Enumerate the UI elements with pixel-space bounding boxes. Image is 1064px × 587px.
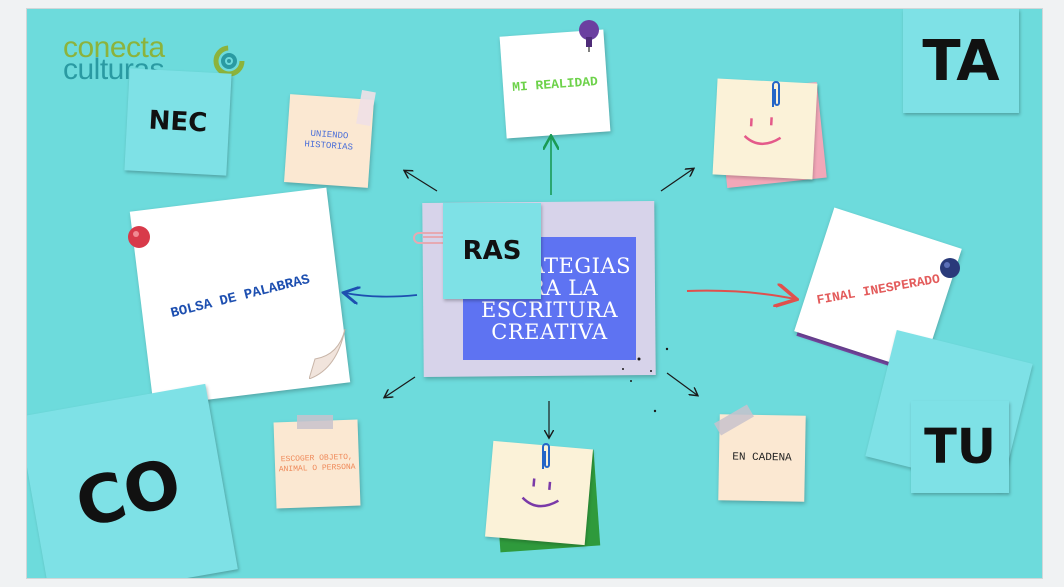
push-pin-icon bbox=[579, 20, 599, 52]
page-curl-icon bbox=[309, 329, 346, 379]
arrow-to-smiley-top bbox=[660, 169, 693, 192]
note-escoger[interactable]: ESCOGER OBJETO, ANIMAL O PERSONA bbox=[273, 419, 361, 509]
smiley-note-icon bbox=[743, 117, 782, 146]
nec-sticker: NEC bbox=[124, 68, 232, 176]
smiley-note-top[interactable] bbox=[712, 78, 818, 180]
tape-icon bbox=[356, 90, 376, 126]
arrow-to-uniendo bbox=[405, 171, 438, 192]
paperclip-icon bbox=[772, 81, 780, 107]
ras-sticker: RAS bbox=[443, 203, 541, 299]
smiley-note-bottom[interactable] bbox=[485, 440, 593, 546]
co-sticker: CO bbox=[27, 383, 238, 578]
arrow-to-en-cadena bbox=[666, 372, 697, 395]
tape-icon bbox=[297, 415, 333, 429]
arrow-to-escoger bbox=[385, 376, 416, 397]
paperclip-icon bbox=[542, 443, 550, 469]
tu-sticker: TU bbox=[911, 401, 1009, 493]
presentation-canvas: conecta culturas NEC UNIENDO HISTORIAS M… bbox=[26, 8, 1043, 579]
smiley-note-icon bbox=[521, 478, 560, 508]
push-pin-icon bbox=[940, 258, 960, 278]
push-pin-icon bbox=[128, 226, 150, 248]
arrow-to-final bbox=[686, 291, 795, 299]
ta-sticker: TA bbox=[903, 9, 1019, 113]
arrow-to-bolsa bbox=[345, 293, 418, 297]
